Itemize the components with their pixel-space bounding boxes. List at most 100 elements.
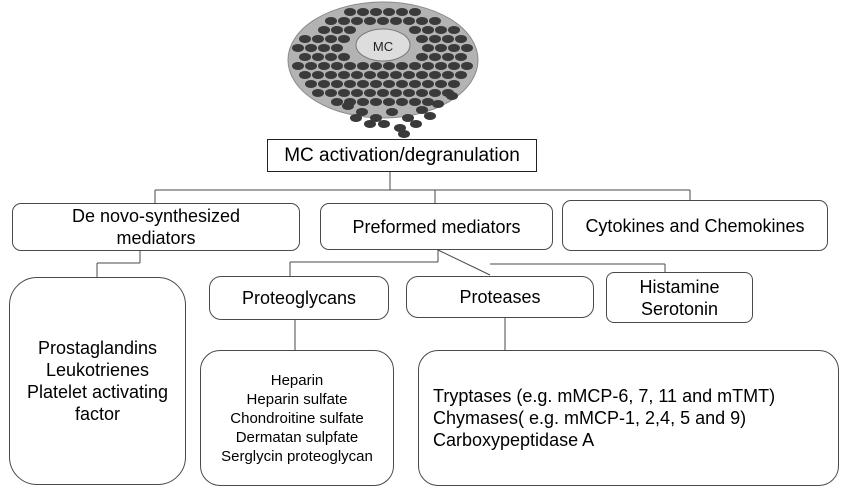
granule: [357, 80, 369, 88]
granule: [318, 62, 330, 70]
de-novo-label-line-1: De novo-synthesized: [71, 206, 241, 226]
granule: [305, 44, 317, 52]
granule: [403, 17, 415, 25]
granule: [409, 80, 421, 88]
granule: [403, 71, 415, 79]
granule: [429, 89, 441, 97]
granule: [422, 98, 434, 106]
granule: [422, 26, 434, 34]
protease-item: Chymases( e.g. mMCP-1, 2,4, 5 and 9): [433, 408, 747, 428]
de-novo-items-box: Prostaglandins Leukotrienes Platelet act…: [9, 277, 186, 485]
amine-label: Histamine: [639, 276, 720, 297]
granule: [455, 35, 467, 43]
granule: [432, 100, 444, 108]
granule: [325, 89, 337, 97]
granule: [370, 8, 382, 16]
granule: [390, 71, 402, 79]
granule: [390, 17, 402, 25]
proteoglycan-item: Serglycin proteoglycan: [221, 447, 373, 465]
granule: [342, 102, 354, 110]
de-novo-label-line-2: mediators: [116, 228, 196, 248]
de-novo-item: Platelet activating: [26, 382, 169, 402]
granule: [429, 53, 441, 61]
granule: [357, 98, 369, 106]
granule: [416, 53, 428, 61]
preformed-mediators-box: Preformed mediators: [320, 203, 553, 250]
granule: [338, 71, 350, 79]
granule: [312, 89, 324, 97]
granule: [461, 62, 473, 70]
granule: [364, 120, 376, 128]
granule: [383, 8, 395, 16]
granule: [364, 89, 376, 97]
granule: [448, 80, 460, 88]
granule: [377, 17, 389, 25]
granule: [378, 120, 390, 128]
granule: [331, 44, 343, 52]
granule: [448, 44, 460, 52]
activation-caption: MC activation/degranulation: [284, 144, 520, 166]
granule: [364, 17, 376, 25]
granule: [396, 8, 408, 16]
granule: [357, 8, 369, 16]
protease-items-box: Tryptases (e.g. mMCP-6, 7, 11 and mTMT) …: [418, 350, 839, 486]
granule: [422, 62, 434, 70]
amine-label: Serotonin: [640, 298, 719, 319]
granule: [325, 53, 337, 61]
granule: [305, 62, 317, 70]
connector-line: [437, 249, 491, 276]
de-novo-mediators-box: De novo-synthesized mediators: [12, 203, 300, 251]
granule: [325, 71, 337, 79]
granule: [402, 114, 414, 122]
granule: [338, 53, 350, 61]
granule: [396, 80, 408, 88]
granule: [416, 17, 428, 25]
granule: [344, 80, 356, 88]
granule: [331, 62, 343, 70]
granule: [416, 71, 428, 79]
granule: [446, 92, 458, 100]
granule: [351, 17, 363, 25]
granule: [442, 53, 454, 61]
granule: [422, 44, 434, 52]
granule: [350, 114, 362, 122]
granule: [435, 26, 447, 34]
granule: [318, 80, 330, 88]
cytokines-chemokines-box: Cytokines and Chemokines: [562, 200, 828, 251]
granule: [429, 71, 441, 79]
granule: [386, 108, 398, 116]
proteoglycans-box: Proteoglycans: [209, 276, 389, 320]
granule: [442, 71, 454, 79]
granule: [448, 62, 460, 70]
protease-item: Tryptases (e.g. mMCP-6, 7, 11 and mTMT): [433, 386, 776, 406]
granule: [305, 80, 317, 88]
proteoglycan-item: Dermatan sulpfate: [235, 428, 359, 446]
granule: [299, 35, 311, 43]
granule: [377, 89, 389, 97]
proteases-box: Proteases: [406, 276, 594, 318]
granule: [325, 35, 337, 43]
amines-box: Histamine Serotonin: [606, 272, 753, 323]
de-novo-item: factor: [74, 404, 121, 424]
granule: [409, 98, 421, 106]
granule: [370, 80, 382, 88]
granule: [461, 44, 473, 52]
granule: [357, 62, 369, 70]
de-novo-item: Prostaglandins: [37, 338, 158, 358]
granule: [292, 44, 304, 52]
cytokines-label: Cytokines and Chemokines: [585, 215, 805, 236]
granule: [403, 89, 415, 97]
granule: [383, 80, 395, 88]
granule: [424, 112, 436, 120]
granule: [344, 26, 356, 34]
granule: [394, 124, 406, 132]
granule: [370, 98, 382, 106]
granule: [370, 62, 382, 70]
granule: [435, 62, 447, 70]
granule: [364, 71, 376, 79]
granule: [409, 62, 421, 70]
granule: [396, 62, 408, 70]
proteoglycan-items-box: Heparin Heparin sulfate Chondroitine sul…: [200, 350, 394, 486]
proteoglycan-item: Heparin sulfate: [246, 390, 348, 408]
